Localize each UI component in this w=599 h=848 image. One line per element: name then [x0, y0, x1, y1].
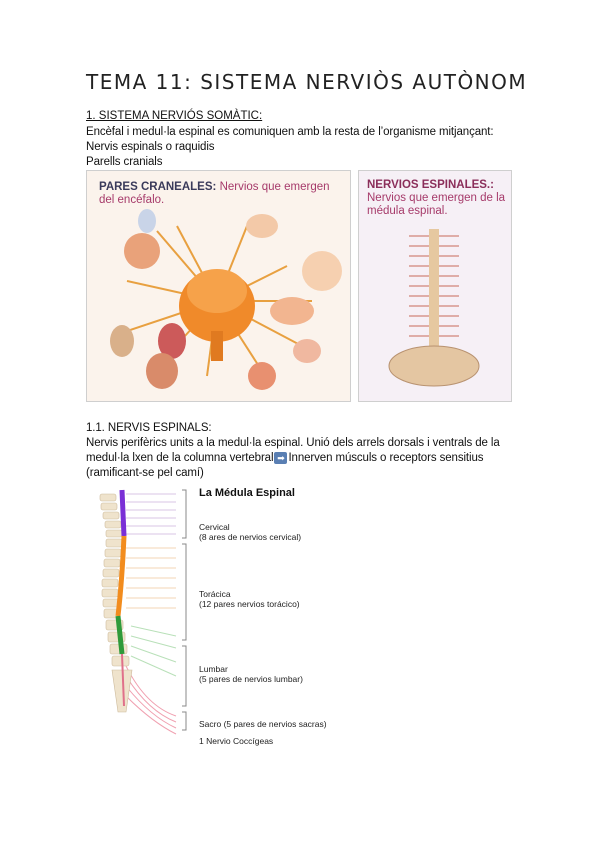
- paragraph-line: Nervis perifèrics units a la medul·la es…: [86, 437, 500, 449]
- arrow-right-icon: ➡: [274, 452, 288, 464]
- spine-illustration: [388, 229, 480, 387]
- paragraph-line: medul·la lxen de la columna vertebral➡In…: [86, 452, 484, 465]
- cord-figure-title: La Médula Espinal: [199, 487, 295, 499]
- section-heading-somatic: 1. SISTEMA NERVIÓS SOMÀTIC:: [86, 110, 263, 122]
- toracica-label: Torácica: [199, 589, 231, 599]
- coccigeas-label: 1 Nervio Coccígeas: [199, 736, 274, 746]
- cervical-sub-label: (8 ares de nervios cervical): [199, 532, 302, 542]
- lumbar-sub-label: (5 pares de nervios lumbar): [199, 674, 303, 684]
- section-heading-spinal: 1.1. NERVIS ESPINALS:: [86, 422, 212, 434]
- spinal-nerves-figure: NERVIOS ESPINALES.: Nervios que emergen …: [358, 170, 512, 402]
- lumbar-label: Lumbar: [199, 664, 228, 674]
- cranial-figure-title: PARES CRANEALES: Nervios que emergen del…: [99, 181, 330, 206]
- cranial-nerves-figure: PARES CRANEALES: Nervios que emergen del…: [86, 170, 351, 402]
- paragraph-line: Encèfal i medul·la espinal es comuniquen…: [86, 126, 494, 138]
- sacro-label: Sacro (5 pares de nervios sacras): [199, 719, 327, 729]
- toracica-sub-label: (12 pares nervios torácico): [199, 599, 300, 609]
- paragraph-line: Parells cranials: [86, 156, 163, 168]
- brain-illustration: [110, 209, 342, 390]
- spinal-cord-illustration: [99, 489, 187, 735]
- spinal-figure-title: NERVIOS ESPINALES.: Nervios que emergen …: [367, 179, 506, 217]
- paragraph-line: Nervis espinals o raquidis: [86, 141, 215, 153]
- cervical-label: Cervical: [199, 522, 230, 532]
- paragraph-line: (ramificant-se pel camí): [86, 467, 204, 479]
- page-title: TEMA 11: SISTEMA NERVIÒS AUTÒNOM: [86, 70, 528, 94]
